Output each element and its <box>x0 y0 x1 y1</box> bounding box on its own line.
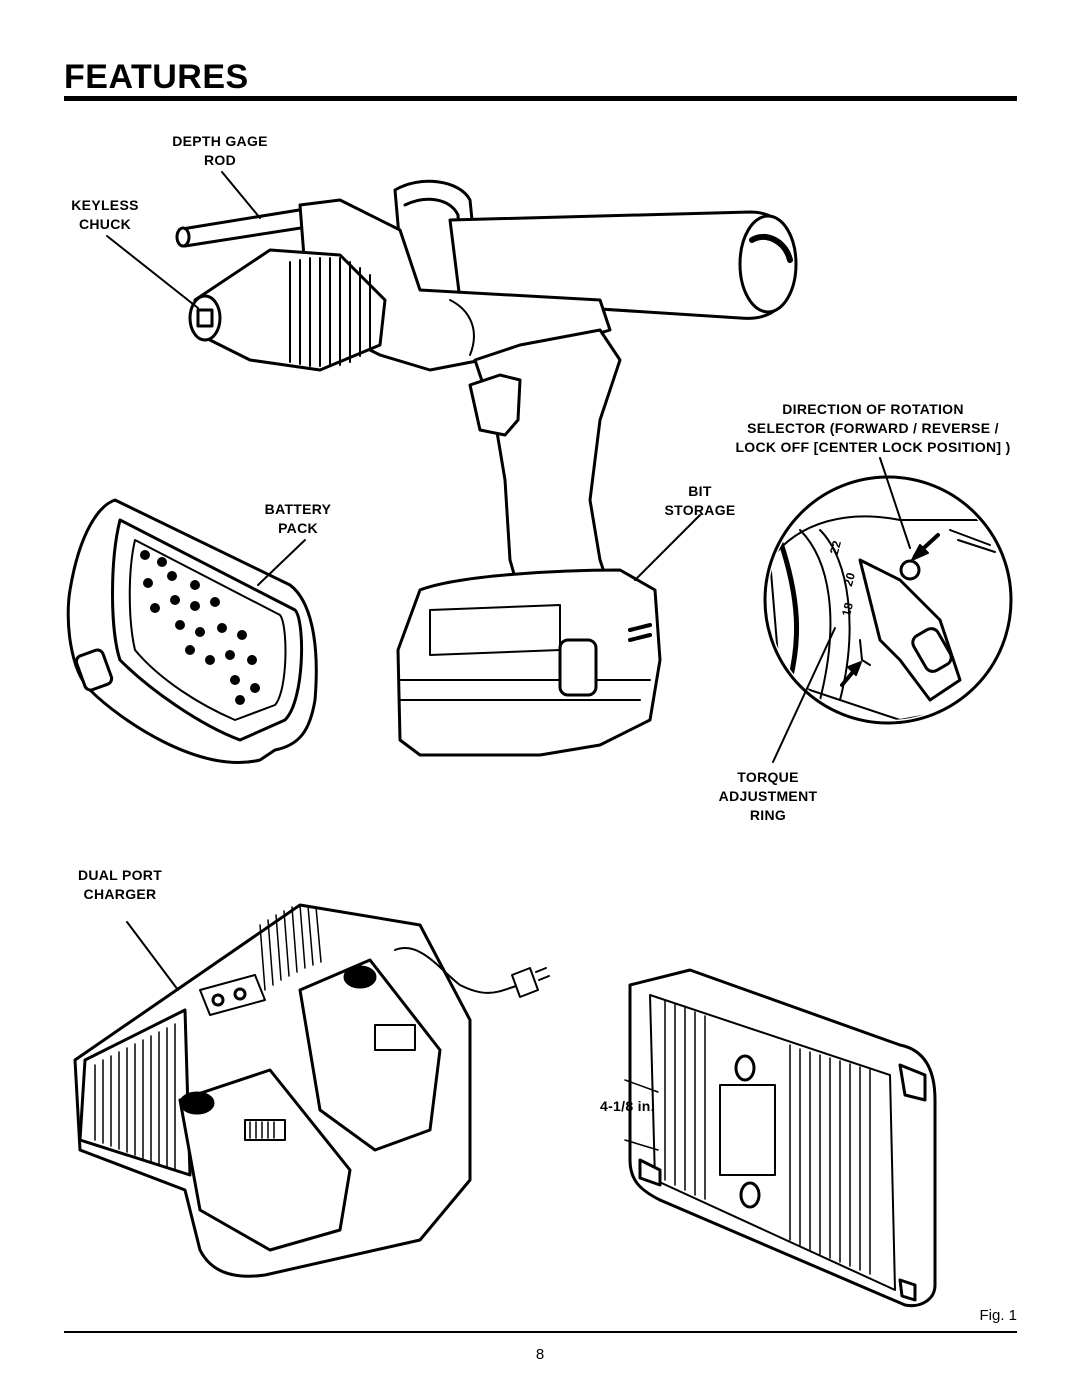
label-keyless-chuck: KEYLESS CHUCK <box>71 197 139 232</box>
drill-torque-scale <box>449 299 475 356</box>
label-dual-port-charger: DUAL PORT CHARGER <box>77 867 163 902</box>
label-torque-ring: TORQUE ADJUSTMENT RING <box>718 769 818 823</box>
leader-bit-storage <box>634 514 701 581</box>
dual-port-charger-illustration <box>73 903 550 1278</box>
charger-back-illustration <box>624 968 937 1308</box>
leader-dual-port-charger <box>126 921 179 991</box>
side-handle <box>393 179 798 320</box>
leader-keyless-chuck <box>106 235 199 309</box>
label-depth-gage-rod: DEPTH GAGE ROD <box>172 133 268 168</box>
drill-trigger <box>468 373 522 437</box>
leader-torque-ring <box>772 627 836 763</box>
leader-depth-gage-rod <box>221 171 261 219</box>
figure-label: Fig. 1 <box>979 1307 1017 1324</box>
battery-contacts <box>140 550 260 705</box>
title-rule <box>64 96 1017 101</box>
leader-direction-selector <box>879 457 911 549</box>
leader-battery-pack <box>257 539 306 586</box>
selector-detail-view <box>763 457 1013 763</box>
drill-illustration <box>106 171 798 757</box>
footer-rule <box>64 1331 1017 1333</box>
page-number: 8 <box>535 1346 545 1363</box>
drill-grip <box>473 328 622 597</box>
label-bit-storage: BIT STORAGE <box>664 483 736 518</box>
battery-pack-illustration <box>66 498 318 764</box>
label-mount-spacing: 4-1/8 in. <box>600 1098 655 1114</box>
keyless-chuck <box>188 248 387 372</box>
page-title: FEATURES <box>64 58 249 96</box>
drill-battery <box>396 568 662 757</box>
label-battery-pack: BATTERY PACK <box>264 501 332 536</box>
label-direction-selector: DIRECTION OF ROTATION SELECTOR (FORWARD … <box>735 401 1011 455</box>
